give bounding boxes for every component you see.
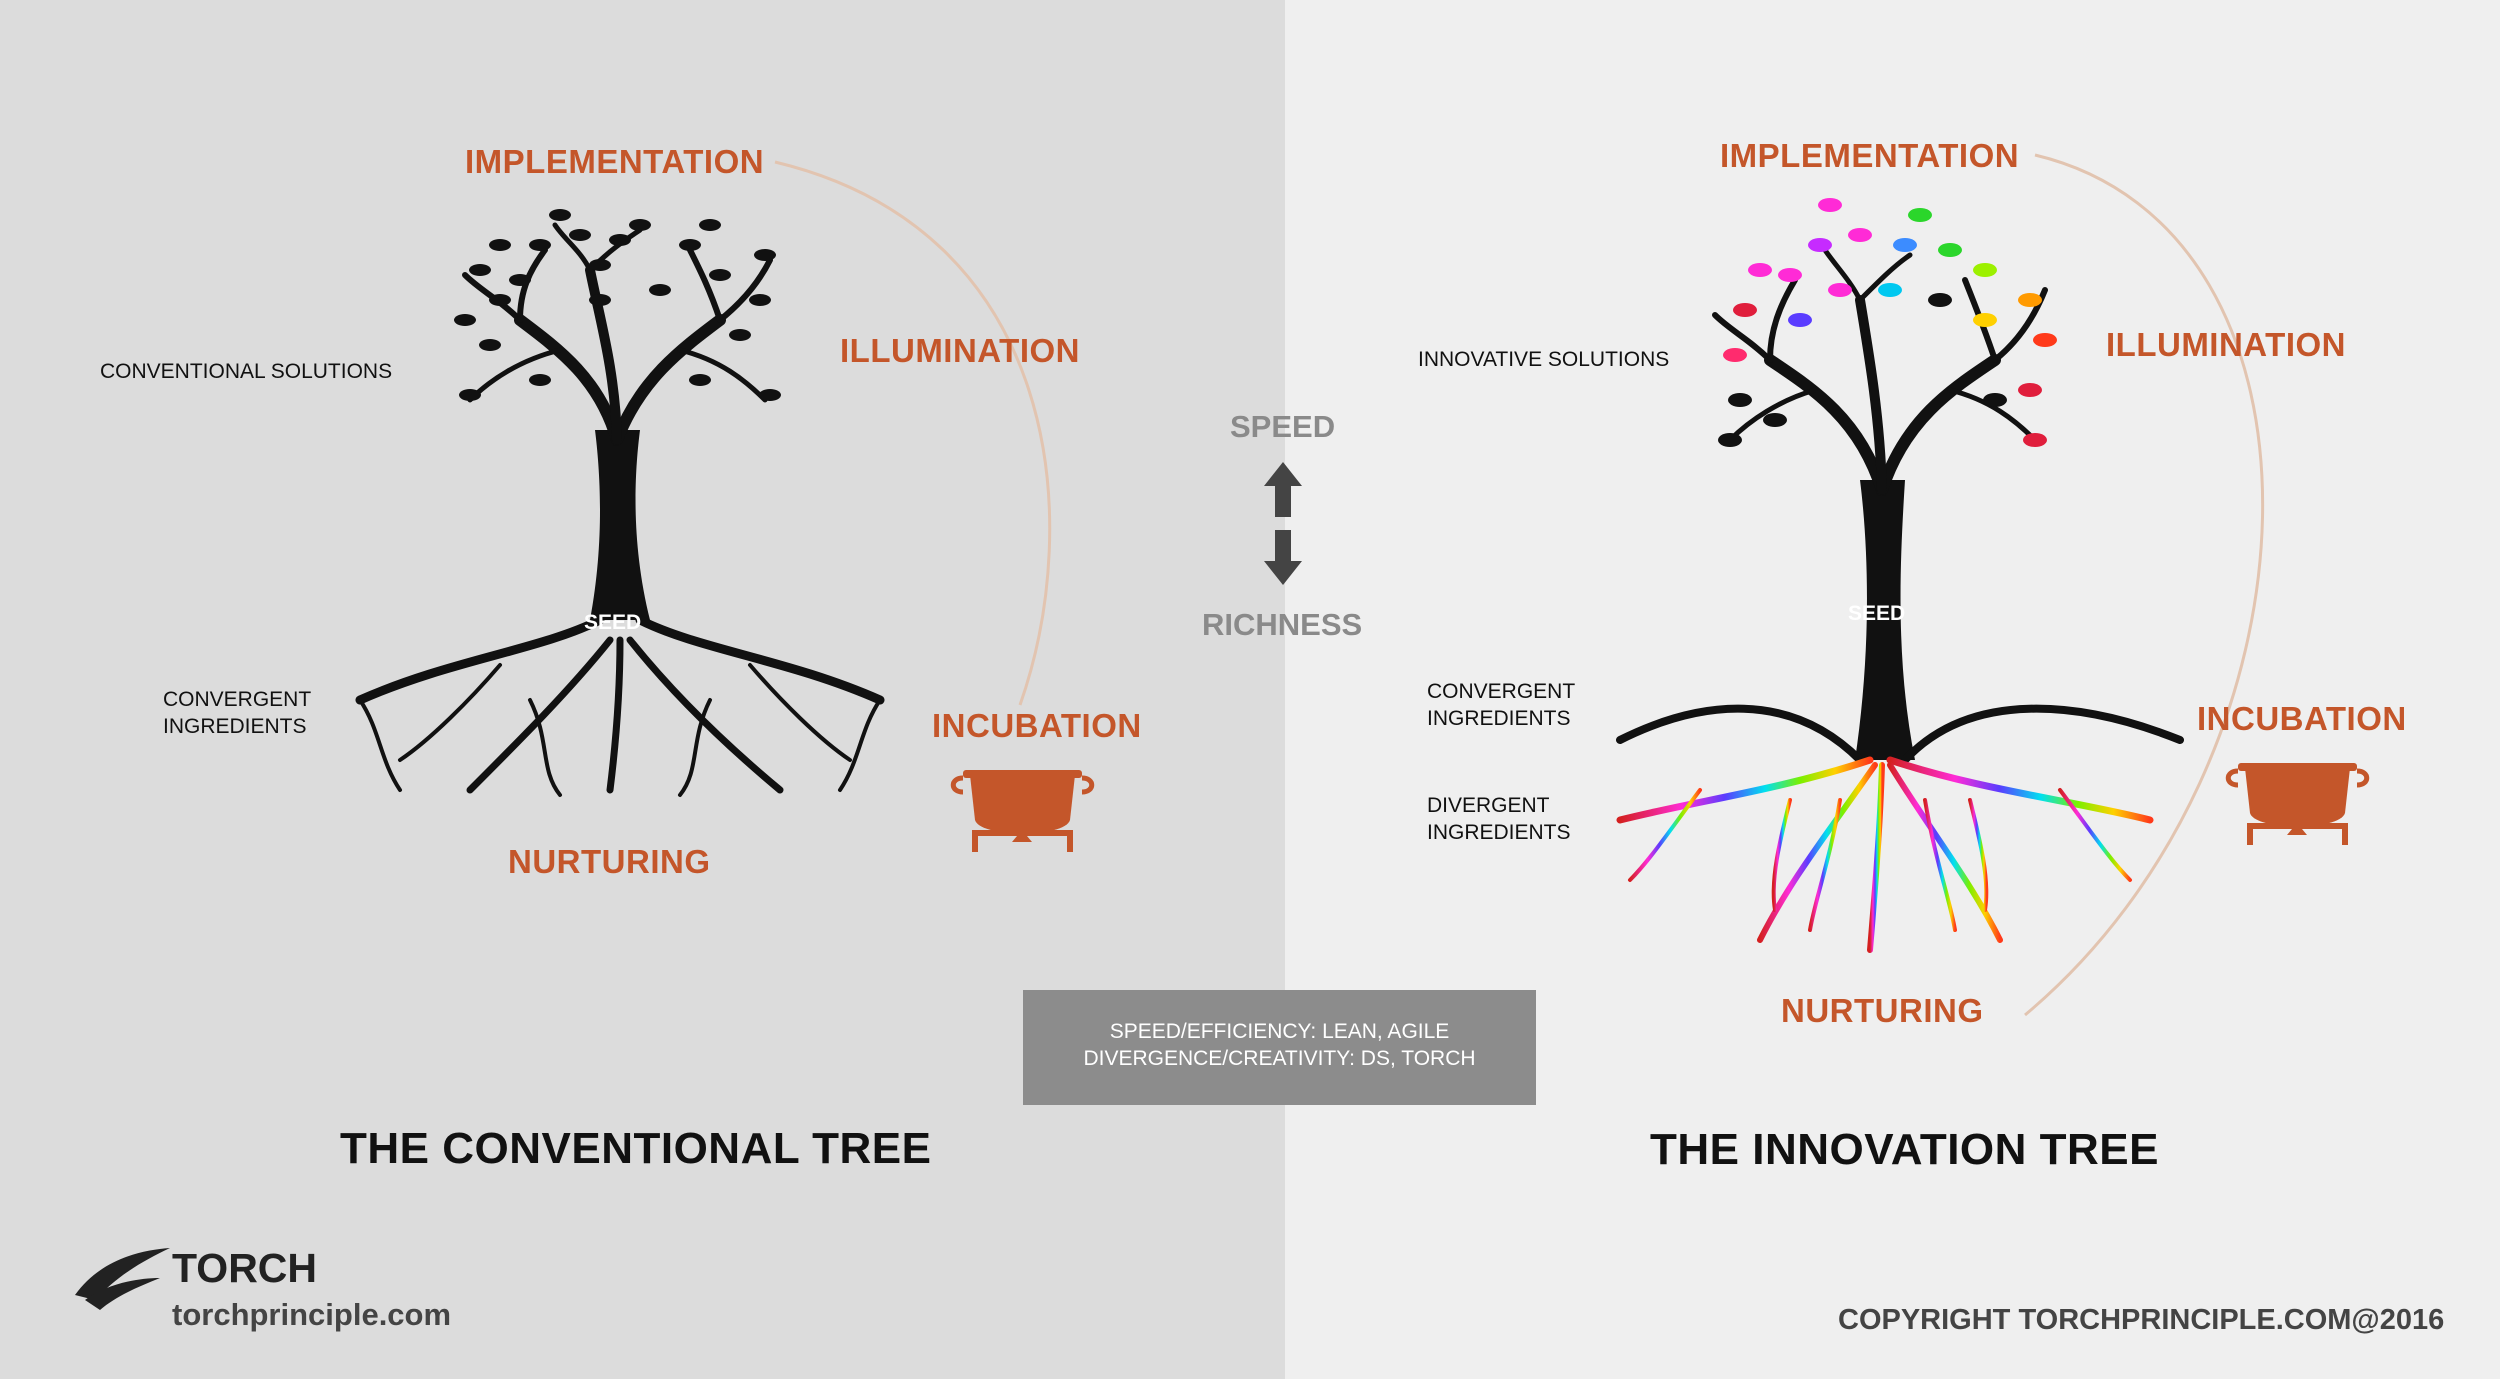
copyright-notice: COPYRIGHT TORCHPRINCIPLE.COM@2016: [1838, 1304, 2445, 1336]
right-convergent-label-line1: CONVERGENT: [1427, 680, 1576, 703]
innovation-tree-title: THE INNOVATION TREE: [1650, 1125, 2159, 1174]
conventional-tree-icon: [355, 209, 885, 797]
left-illumination-label: ILLUMINATION: [840, 332, 1081, 369]
right-cycle-arc: [2024, 153, 2264, 1017]
right-illumination-label: ILLUMINATION: [2106, 326, 2347, 363]
innovation-tree-icon: [1616, 198, 2184, 953]
right-implementation-label: IMPLEMENTATION: [1720, 137, 2020, 174]
conventional-solutions-label: CONVENTIONAL SOLUTIONS: [100, 360, 393, 383]
cooking-pot-icon: [950, 770, 1095, 852]
left-seed-label: SEED: [584, 611, 642, 634]
brand-name: TORCH: [172, 1245, 318, 1291]
methods-note-line1: SPEED/EFFICIENCY: LEAN, AGILE: [1109, 1020, 1450, 1043]
cooking-pot-icon: [2225, 763, 2370, 845]
double-arrow-icon: [1264, 462, 1302, 585]
left-cycle-arc: [774, 160, 1052, 706]
right-seed-label: SEED: [1848, 602, 1906, 625]
divergent-label-line2: INGREDIENTS: [1427, 821, 1571, 844]
methods-note-line2: DIVERGENCE/CREATIVITY: DS, TORCH: [1083, 1047, 1476, 1070]
right-nurturing-label: NURTURING: [1781, 992, 1984, 1029]
brand-url[interactable]: torchprinciple.com: [172, 1297, 452, 1332]
left-incubation-label: INCUBATION: [932, 707, 1142, 744]
conventional-tree-title: THE CONVENTIONAL TREE: [340, 1124, 932, 1173]
torch-wing-logo-icon: [75, 1248, 170, 1310]
left-implementation-label: IMPLEMENTATION: [465, 143, 765, 180]
richness-label: RICHNESS: [1202, 607, 1363, 642]
right-incubation-label: INCUBATION: [2197, 700, 2407, 737]
innovative-solutions-label: INNOVATIVE SOLUTIONS: [1418, 348, 1670, 371]
left-convergent-label-line1: CONVERGENT: [163, 688, 312, 711]
left-nurturing-label: NURTURING: [508, 843, 711, 880]
methods-note-box: SPEED/EFFICIENCY: LEAN, AGILE DIVERGENCE…: [1023, 990, 1536, 1105]
divergent-label-line1: DIVERGENT: [1427, 794, 1550, 817]
speed-label: SPEED: [1230, 409, 1336, 444]
left-convergent-label-line2: INGREDIENTS: [163, 715, 307, 738]
right-convergent-label-line2: INGREDIENTS: [1427, 707, 1571, 730]
